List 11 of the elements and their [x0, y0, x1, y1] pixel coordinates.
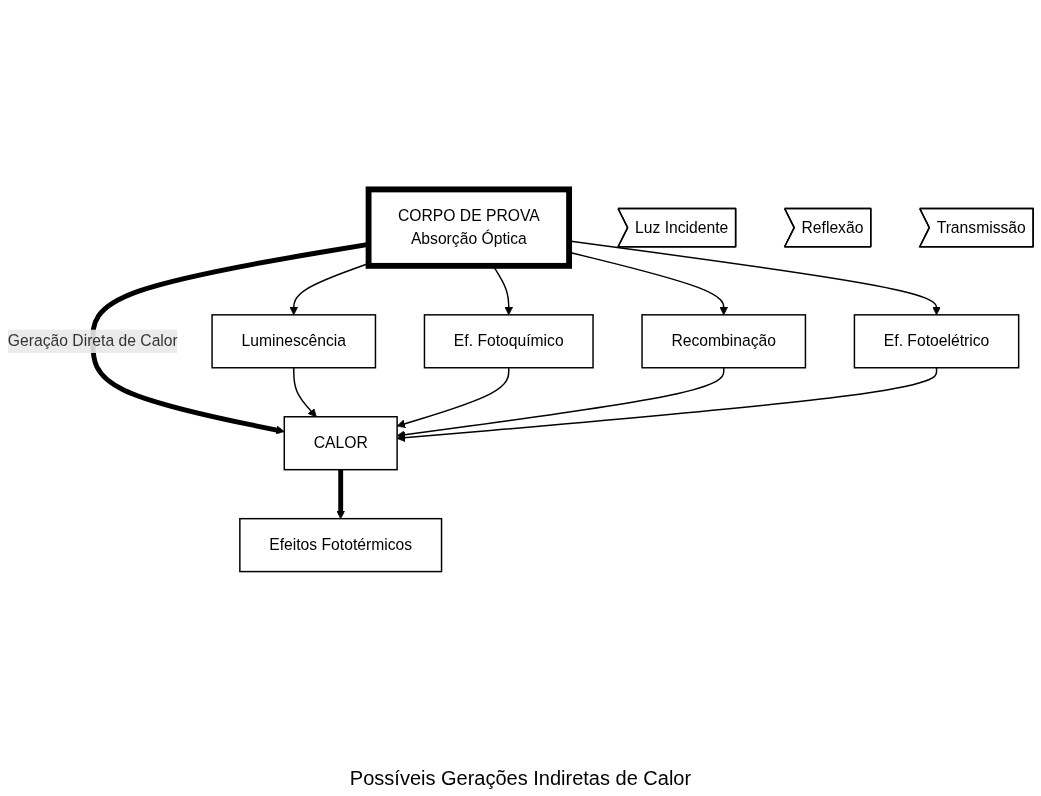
arrow	[336, 469, 345, 520]
node-box: CALOR	[283, 416, 398, 471]
node-box: Recombinação	[641, 314, 807, 369]
node-box: Efeitos Fototérmicos	[239, 517, 443, 573]
node-box: Ef. Fotoquímico	[423, 314, 594, 369]
arrow	[293, 367, 317, 418]
node-box: Luminescência	[211, 314, 377, 369]
note-text: Possíveis Gerações Indiretas de Calor	[349, 767, 692, 790]
node-box: CORPO DE PROVA Absorção Óptica	[365, 186, 573, 269]
edge-label: Geração Direta de Calor	[7, 332, 178, 350]
node-box: Ef. Fotoelétrico	[853, 314, 1020, 369]
